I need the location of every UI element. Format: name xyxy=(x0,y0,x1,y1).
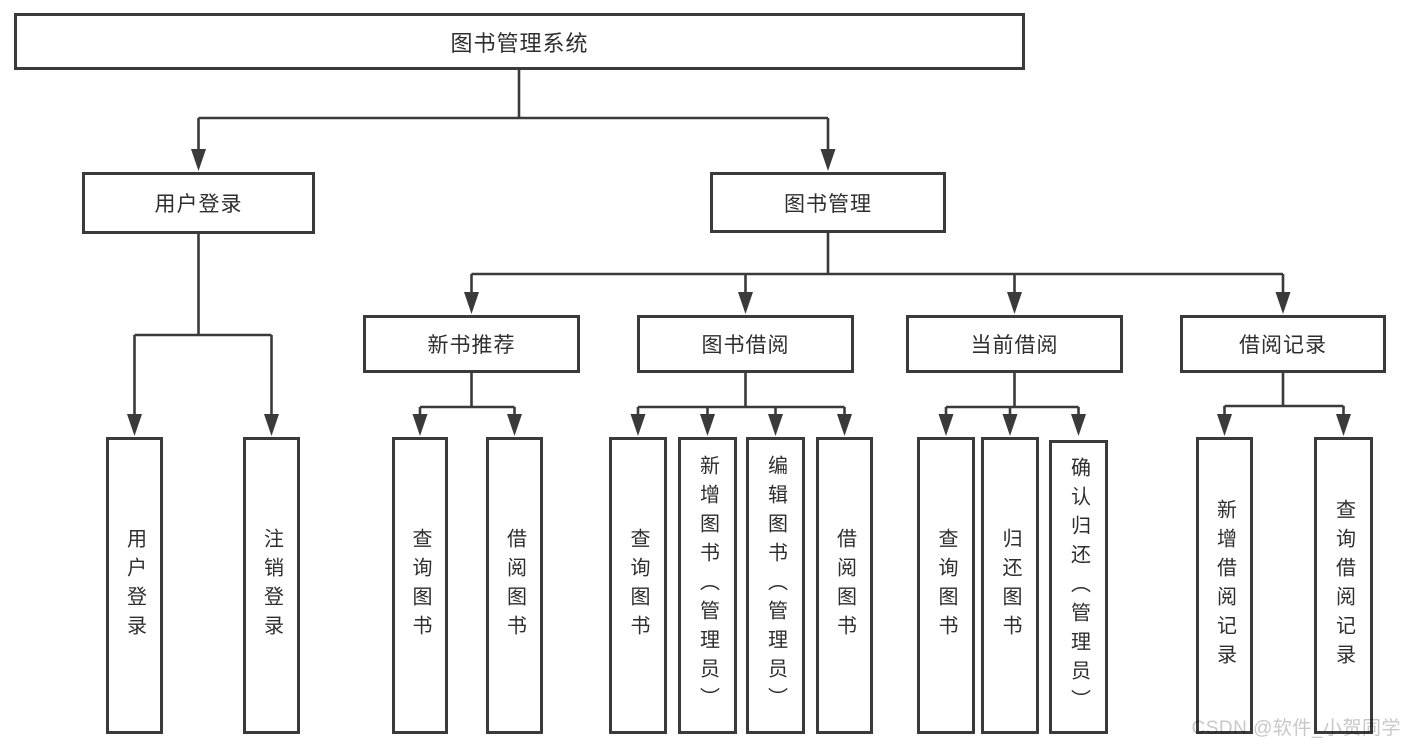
leaf-borrow-borrow-books: 借阅图书 xyxy=(816,437,873,734)
leaf-current-return-books: 归还图书 xyxy=(981,437,1039,734)
leaf-records-add-record: 新增借阅记录 xyxy=(1196,437,1253,734)
node-borrow-records: 借阅记录 xyxy=(1180,315,1386,373)
node-library-system-root: 图书管理系统 xyxy=(14,13,1025,70)
node-book-management: 图书管理 xyxy=(710,172,946,233)
leaf-borrow-query-books: 查询图书 xyxy=(609,437,667,734)
connector-user-login-to-leaves xyxy=(127,234,279,436)
leaf-borrow-edit-books-admin: 编辑图书（管理员） xyxy=(746,437,805,734)
leaf-borrow-add-books-admin: 新增图书（管理员） xyxy=(678,437,737,734)
node-user-login: 用户登录 xyxy=(82,172,315,234)
csdn-watermark: CSDN @软件_小贺同学 xyxy=(1191,718,1401,739)
leaf-logout: 注销登录 xyxy=(243,437,300,734)
leaf-current-confirm-return-admin: 确认归还（管理员） xyxy=(1049,440,1108,734)
leaf-records-query-record: 查询借阅记录 xyxy=(1314,437,1373,734)
connector-new-books-to-leaves xyxy=(412,373,522,436)
leaf-newbooks-borrow-books: 借阅图书 xyxy=(486,437,543,734)
connector-root-to-level1 xyxy=(191,70,836,171)
connector-book-mgmt-to-level2 xyxy=(464,233,1291,314)
leaf-user-login: 用户登录 xyxy=(106,437,163,734)
connector-borrow-records-to-leaves xyxy=(1217,373,1351,436)
node-book-borrow: 图书借阅 xyxy=(637,315,854,373)
node-current-borrow: 当前借阅 xyxy=(906,315,1123,373)
leaf-newbooks-query-books: 查询图书 xyxy=(392,437,448,734)
connector-current-borrow-to-leaves xyxy=(938,373,1086,436)
leaf-current-query-books: 查询图书 xyxy=(917,437,975,734)
connector-book-borrow-to-leaves xyxy=(630,373,852,436)
node-new-book-recommend: 新书推荐 xyxy=(363,315,580,373)
